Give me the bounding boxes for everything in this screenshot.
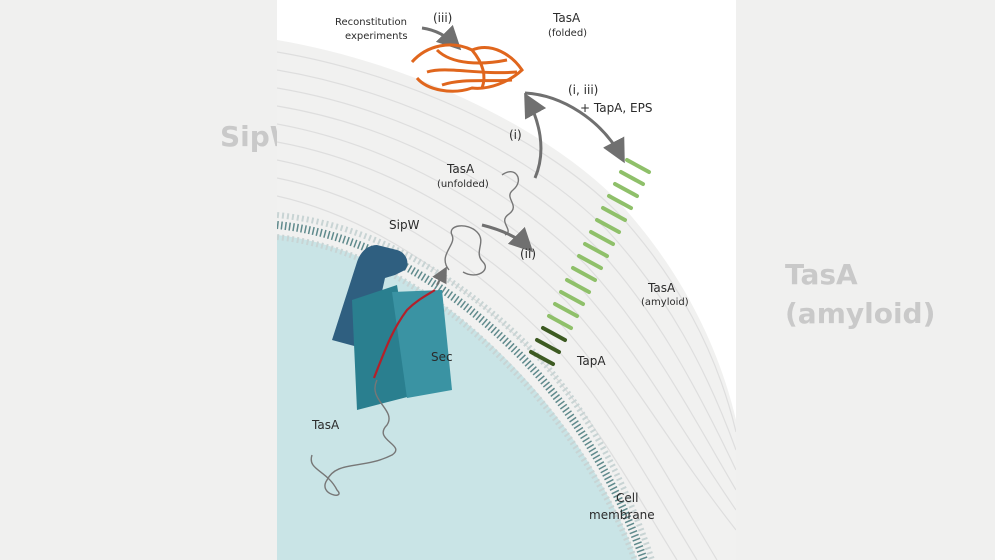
label-reconstitution-line2: experiments: [345, 31, 408, 42]
arrow-secretion: [432, 266, 447, 286]
label-tasa-unfolded: TasA: [447, 162, 475, 176]
label-tasa-amyloid-sub: (amyloid): [641, 297, 689, 308]
label-tasa-amyloid: TasA: [648, 281, 676, 295]
tasa-unfolded-chain-a: [501, 171, 519, 236]
tasa-cytoplasmic-chain: [310, 379, 397, 496]
label-cell-membrane-line2: membrane: [589, 508, 655, 522]
ghost-label-amyloid: (amyloid): [785, 297, 936, 330]
label-step-i-iii: (i, iii): [568, 83, 599, 97]
background-left-blurred: [0, 0, 277, 560]
label-tapa-eps: + TapA, EPS: [580, 101, 653, 115]
tapa-anchor: [529, 326, 567, 366]
arrow-step-ii: [481, 223, 534, 253]
membrane-outer-leaflet: [277, 212, 655, 560]
arrow-step-i: [524, 92, 547, 179]
label-cell-membrane-line1: Cell: [616, 491, 639, 505]
label-step-iii: (iii): [433, 11, 453, 25]
label-tasa-folded: TasA: [553, 11, 581, 25]
label-step-ii: (ii): [520, 247, 537, 261]
label-sec: Sec: [431, 350, 453, 364]
ghost-label-tasa: TasA: [785, 258, 858, 291]
tasa-amyloid-fibril: [547, 158, 651, 330]
label-tasa-cytoplasmic: TasA: [312, 418, 340, 432]
background-right-blurred: [736, 0, 995, 560]
label-step-i: (i): [509, 128, 522, 142]
tasa-unfolded-chain-b: [444, 225, 486, 276]
diagram-svg: [277, 24, 736, 560]
tasa-folded-structure: [410, 43, 524, 93]
label-tasa-folded-sub: (folded): [548, 28, 588, 39]
label-sipw: SipW: [389, 218, 420, 232]
label-reconstitution-line1: Reconstitution: [335, 17, 407, 28]
membrane-core: [277, 221, 648, 560]
arrow-reconstitution-iii: [421, 24, 462, 51]
sec-translocon: [352, 285, 452, 410]
label-tapa: TapA: [577, 354, 606, 368]
arrow-step-i-iii: [524, 91, 625, 164]
label-tasa-unfolded-sub: (unfolded): [437, 179, 489, 190]
signal-peptide: [372, 289, 436, 379]
diagram-panel: Reconstitution experiments (iii) TasA (f…: [277, 0, 736, 560]
